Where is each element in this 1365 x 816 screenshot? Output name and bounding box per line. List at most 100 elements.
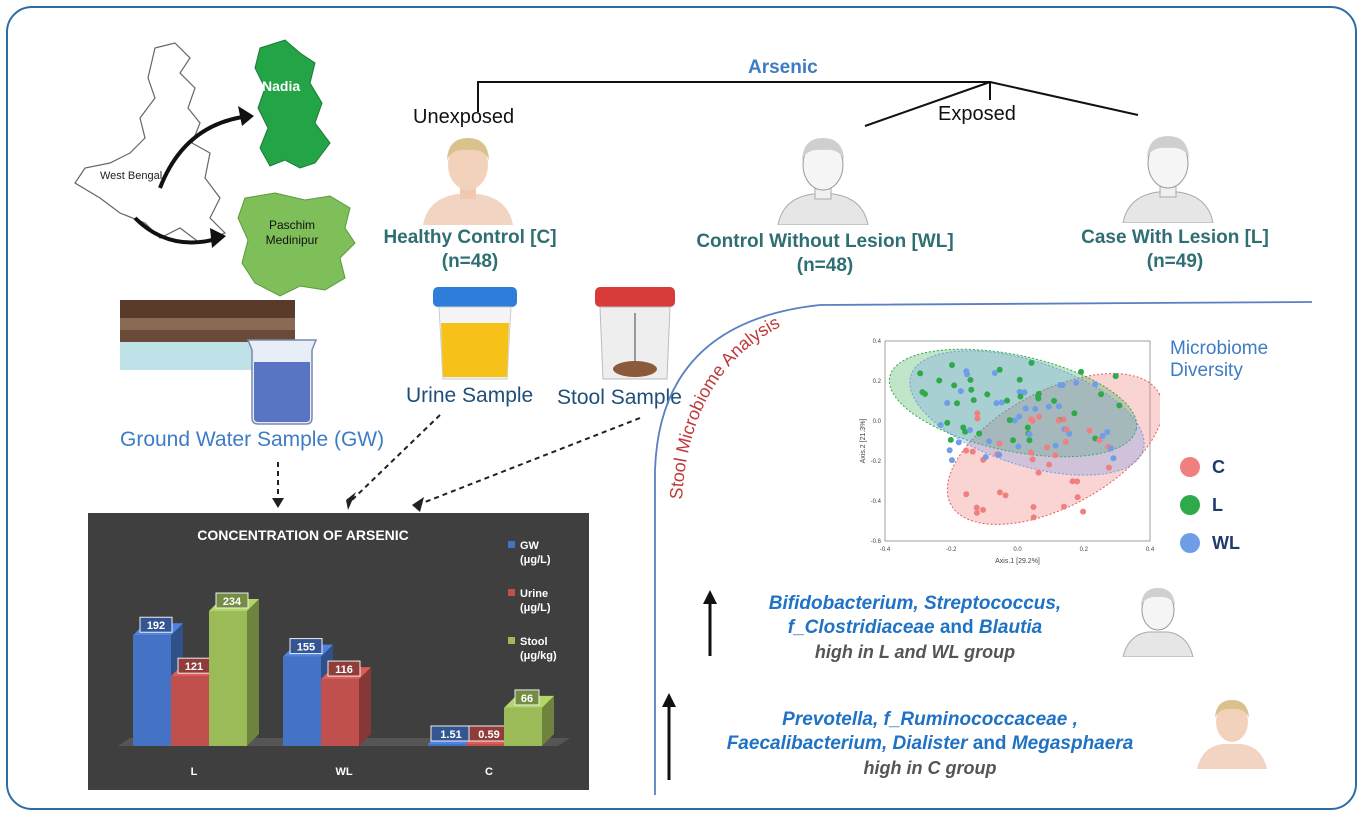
category-label: L [191, 766, 198, 778]
pcoa-point [970, 397, 977, 404]
pcoa-point [1029, 456, 1036, 463]
pcoa-point [1017, 393, 1024, 400]
pcoa-point [960, 424, 967, 431]
pcoa-point [955, 439, 962, 446]
pcoa-point [996, 489, 1003, 496]
data-label: 66 [521, 693, 533, 705]
ground-water-label: Ground Water Sample (GW) [120, 428, 385, 451]
pcoa-point [984, 391, 991, 398]
case-person-icon [1122, 136, 1214, 223]
data-label: 1.51 [440, 729, 461, 741]
pcoa-point [1027, 449, 1034, 456]
paschim-medinipur-region [237, 192, 356, 297]
unexposed-label: Unexposed [413, 106, 515, 128]
control-person-icon [777, 138, 869, 225]
pcoa-point [969, 448, 976, 455]
pcoa-point [1030, 503, 1037, 510]
pcoa-point [974, 410, 981, 417]
nadia-label: Nadia [262, 78, 301, 94]
pcoa-point [974, 415, 981, 422]
category-label: C [485, 766, 493, 778]
legend-unit: (μg/L) [520, 554, 551, 566]
medinipur-label: Paschim Medinipur [262, 218, 322, 248]
pcoa-point [1051, 397, 1058, 404]
data-label: 192 [147, 620, 165, 632]
pcoa-point [1004, 397, 1011, 404]
x-tick: -0.4 [880, 547, 891, 553]
pcoa-point [919, 389, 926, 396]
pcoa-point [1035, 469, 1042, 476]
pcoa-point [967, 376, 974, 383]
legend-label: WL [1212, 532, 1240, 553]
finding-1-taxon-b: Blautia [978, 617, 1043, 638]
pcoa-point [993, 400, 1000, 407]
pcoa-point [1080, 508, 1087, 515]
pcoa-point [1057, 381, 1064, 388]
stool-sample-label: Stool Sample [557, 386, 682, 409]
diversity-label: Microbiome Diversity [1170, 338, 1268, 382]
legend-dot [1180, 495, 1200, 515]
legend-item-c: C [1180, 448, 1240, 486]
pcoa-point [951, 382, 958, 389]
diversity-line1: Microbiome [1170, 338, 1269, 359]
pcoa-point [949, 362, 956, 369]
pcoa-point [946, 447, 953, 454]
pcoa-point [996, 366, 1003, 373]
pcoa-point [1063, 426, 1070, 433]
data-label: 155 [297, 642, 315, 654]
pcoa-point [937, 422, 944, 429]
finding-2: Prevotella, f_Ruminococcaceae , Faecalib… [670, 708, 1190, 780]
legend-item-wl: WL [1180, 524, 1240, 562]
chart-title: CONCENTRATION OF ARSENIC [197, 527, 409, 543]
medinipur-label-line2: Medinipur [265, 233, 319, 247]
ground-water-illustration [120, 300, 318, 425]
legend-item-l: L [1180, 486, 1240, 524]
pcoa-point [944, 400, 951, 407]
pcoa-point [973, 504, 980, 511]
pcoa-point [917, 370, 924, 377]
pcoa-point [1116, 402, 1123, 409]
pcoa-point [980, 506, 987, 513]
pcoa-point [968, 386, 975, 393]
pcoa-point [947, 436, 954, 443]
tree-bracket [477, 81, 991, 112]
group-name: Case With Lesion [L] [1081, 227, 1269, 248]
pcoa-point [1105, 464, 1112, 471]
pcoa-point [996, 451, 1003, 458]
finding-1: Bifidobacterium, Streptococcus, f_Clostr… [725, 592, 1105, 664]
pcoa-point [1069, 478, 1076, 485]
pcoa-point [944, 419, 951, 426]
finding-2-taxon-a: Faecalibacterium, Dialister [726, 733, 968, 754]
pcoa-point [1028, 416, 1035, 423]
pcoa-point [1044, 444, 1051, 451]
nadia-region [254, 39, 331, 169]
group-name: Control Without Lesion [WL] [696, 231, 954, 252]
arrow-head-nadia [238, 106, 254, 126]
pcoa-point [976, 430, 983, 437]
pcoa-point [986, 438, 993, 445]
pcoa-point [1002, 492, 1009, 499]
finding-1-and: and [934, 617, 979, 638]
pcoa-point [1055, 417, 1062, 424]
pcoa-point [991, 369, 998, 376]
pcoa-point [982, 454, 989, 461]
exposed-person-icon [1122, 588, 1194, 657]
finding-2-line3: high in C group [863, 758, 997, 778]
diversity-line2: Diversity [1170, 360, 1243, 381]
group-case-with-lesion: Case With Lesion [L] (n=49) [1060, 226, 1290, 274]
west-bengal-label: West Bengal [100, 170, 163, 182]
legend-label: L [1212, 494, 1223, 515]
finding-2-and: and [967, 733, 1012, 754]
pcoa-point [1006, 417, 1013, 424]
pcoa-point [936, 377, 943, 384]
y-tick: 0.0 [873, 419, 882, 425]
pcoa-point [1016, 388, 1023, 395]
legend-swatch [508, 541, 515, 548]
pcoa-point [1046, 461, 1053, 468]
pcoa-point [1060, 416, 1067, 423]
data-label: 116 [335, 664, 353, 676]
legend-label: C [1212, 456, 1225, 477]
